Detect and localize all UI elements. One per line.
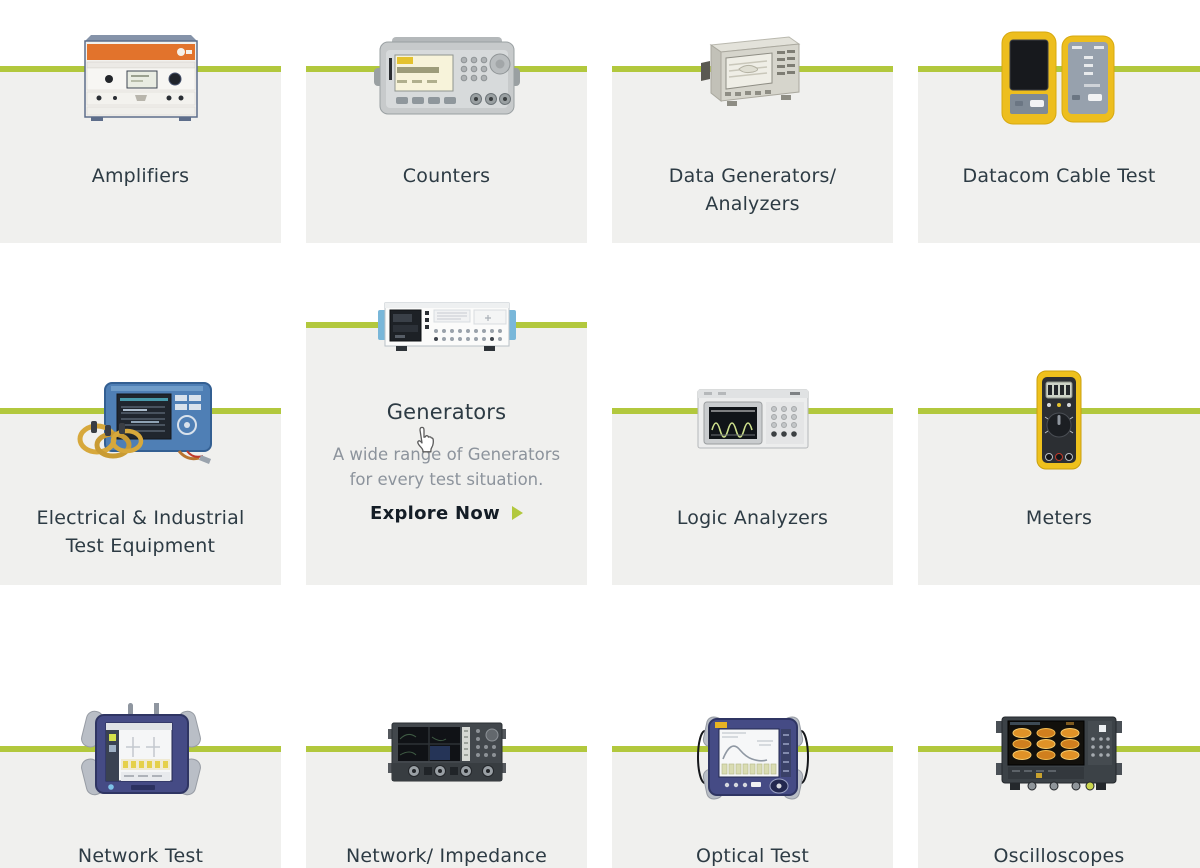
counter-image-icon (372, 34, 522, 124)
category-card-logic-analyzers[interactable]: Logic Analyzers (612, 389, 893, 585)
category-card-network-test[interactable]: Network Test (0, 701, 281, 868)
datacom-tester-image-icon (994, 28, 1124, 132)
oscilloscope-image-icon (996, 713, 1122, 799)
category-description: A wide range of Generators for every tes… (332, 445, 561, 489)
explore-now-label: Explore Now (369, 503, 501, 524)
category-card-oscilloscopes[interactable]: Oscilloscopes (918, 716, 1200, 868)
category-label: Network Test (77, 845, 204, 867)
network-impedance-analyzer-image-icon (387, 719, 506, 791)
category-card-datacom-cable-test[interactable]: Datacom Cable Test (918, 31, 1200, 243)
network-tester-image-icon (76, 701, 206, 805)
category-label: Network/ Impedance (345, 845, 548, 867)
category-card-electrical-industrial[interactable]: Electrical & Industrial Test Equipment (0, 382, 281, 585)
category-title-generators: Generators (386, 400, 507, 424)
category-card-counters[interactable]: Counters (306, 37, 587, 243)
electrical-tester-image-icon (61, 371, 221, 470)
category-card-network-impedance[interactable]: Network/ Impedance (306, 722, 587, 868)
category-label: Oscilloscopes (993, 845, 1125, 867)
category-label: Logic Analyzers (676, 507, 829, 529)
explore-now-link[interactable]: Explore Now (306, 503, 587, 524)
logic-analyzer-image-icon (694, 384, 812, 458)
category-card-data-generators[interactable]: Data Generators/ Analyzers (612, 36, 893, 243)
category-label: Optical Test (696, 845, 809, 867)
category-label: Electrical & Industrial Test Equipment (36, 507, 245, 557)
category-label: Counters (402, 165, 491, 187)
category-label: Meters (1025, 507, 1093, 529)
category-card-generators[interactable]: Generators A wide range of Generators fo… (306, 302, 587, 585)
play-right-triangle-icon (512, 506, 524, 520)
optical-tester-image-icon (693, 711, 813, 807)
data-generator-image-icon (693, 31, 813, 113)
generator-image-icon (372, 298, 522, 360)
category-card-amplifiers[interactable]: Amplifiers (0, 35, 281, 243)
multimeter-image-icon (1035, 369, 1083, 475)
category-label: Datacom Cable Test (962, 165, 1156, 187)
category-label: Data Generators/ Analyzers (668, 165, 837, 215)
category-card-optical-test[interactable]: Optical Test (612, 716, 893, 868)
category-card-meters[interactable]: Meters (918, 370, 1200, 585)
amplifier-image-icon (71, 31, 211, 127)
category-label: Amplifiers (91, 165, 190, 187)
